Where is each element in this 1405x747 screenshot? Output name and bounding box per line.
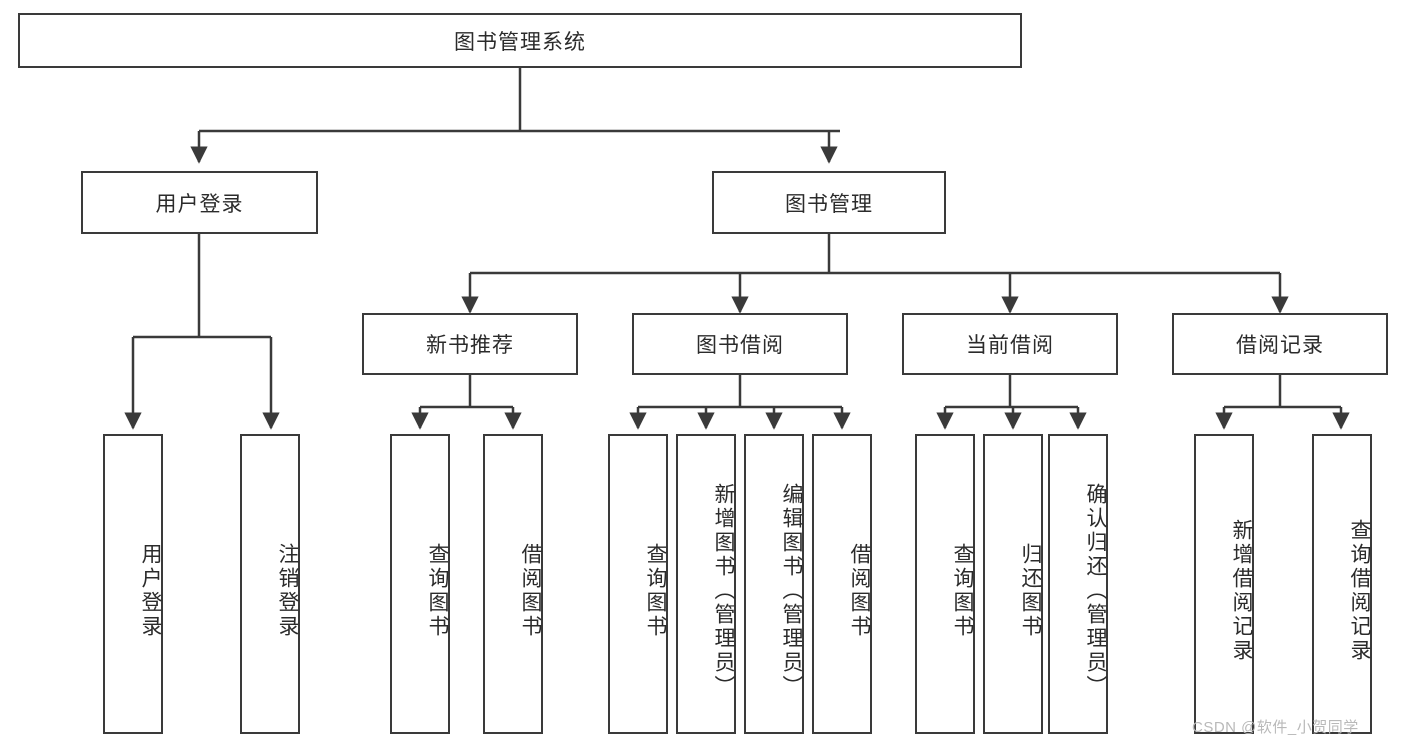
node-label: 图书借阅 <box>696 334 784 357</box>
leaf-user-login-logout[interactable]: 注销登录 <box>240 434 300 734</box>
node-book-borrowing[interactable]: 图书借阅 <box>632 313 848 375</box>
node-label: 查询图书 <box>644 543 667 639</box>
leaf-records-add-borrow-record[interactable]: 新增借阅记录 <box>1194 434 1254 734</box>
node-label: 编辑图书（管理员） <box>780 483 803 699</box>
node-root-book-management-system[interactable]: 图书管理系统 <box>18 13 1022 68</box>
leaf-book-borrow-borrow-book[interactable]: 借阅图书 <box>812 434 872 734</box>
node-label: 图书管理系统 <box>454 30 586 54</box>
node-label: 查询图书 <box>426 543 449 639</box>
node-user-login[interactable]: 用户登录 <box>81 171 318 234</box>
leaf-new-books-query-book[interactable]: 查询图书 <box>390 434 450 734</box>
node-label: 确认归还（管理员） <box>1084 483 1107 699</box>
leaf-book-borrow-add-book-admin[interactable]: 新增图书（管理员） <box>676 434 736 734</box>
node-label: 查询借阅记录 <box>1348 519 1371 663</box>
leaf-current-borrow-confirm-return-admin[interactable]: 确认归还（管理员） <box>1048 434 1108 734</box>
leaf-user-login-login[interactable]: 用户登录 <box>103 434 163 734</box>
node-label: 归还图书 <box>1019 543 1042 639</box>
leaf-book-borrow-edit-book-admin[interactable]: 编辑图书（管理员） <box>744 434 804 734</box>
leaf-new-books-borrow-book[interactable]: 借阅图书 <box>483 434 543 734</box>
node-borrowing-records[interactable]: 借阅记录 <box>1172 313 1388 375</box>
node-label: 借阅记录 <box>1236 334 1324 357</box>
node-label: 当前借阅 <box>966 334 1054 357</box>
node-book-management[interactable]: 图书管理 <box>712 171 946 234</box>
node-label: 查询图书 <box>951 543 974 639</box>
leaf-book-borrow-query-book[interactable]: 查询图书 <box>608 434 668 734</box>
node-current-borrowing[interactable]: 当前借阅 <box>902 313 1118 375</box>
leaf-current-borrow-query-book[interactable]: 查询图书 <box>915 434 975 734</box>
node-label: 用户登录 <box>155 192 244 216</box>
leaf-current-borrow-return-book[interactable]: 归还图书 <box>983 434 1043 734</box>
node-label: 用户登录 <box>139 543 162 639</box>
node-label: 借阅图书 <box>848 543 871 639</box>
csdn-watermark: CSDN @软件_小贺同学 <box>1192 719 1359 736</box>
node-label: 新增借阅记录 <box>1230 519 1253 663</box>
node-new-book-recommendation[interactable]: 新书推荐 <box>362 313 578 375</box>
node-label: 新书推荐 <box>426 334 514 357</box>
node-label: 借阅图书 <box>519 543 542 639</box>
node-label: 注销登录 <box>276 543 299 639</box>
leaf-records-query-borrow-record[interactable]: 查询借阅记录 <box>1312 434 1372 734</box>
node-label: 新增图书（管理员） <box>712 483 735 699</box>
node-label: 图书管理 <box>785 192 873 216</box>
